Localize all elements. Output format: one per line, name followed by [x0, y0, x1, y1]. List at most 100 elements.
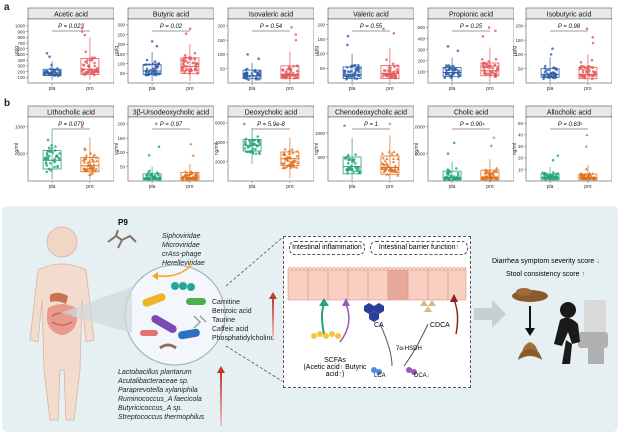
- data-point: [552, 171, 555, 174]
- data-point: [446, 172, 450, 175]
- chart-title: Acetic acid: [54, 12, 88, 19]
- y-tick-label: 40: [518, 133, 524, 138]
- data-point: [156, 65, 160, 68]
- y-tick-label: 50: [320, 66, 326, 71]
- y-tick-label: 1000: [315, 131, 326, 136]
- data-point: [292, 64, 295, 68]
- p-value-label: P = 0.90: [460, 122, 483, 128]
- data-point: [496, 65, 500, 68]
- data-point: [50, 146, 54, 150]
- data-point: [148, 174, 152, 178]
- data-point: [184, 32, 188, 35]
- data-point: [293, 74, 297, 77]
- data-point: [358, 171, 361, 174]
- barrier-up-arrow-icon: ↑: [455, 244, 460, 251]
- data-point: [543, 75, 547, 79]
- plot-frame: [227, 18, 314, 84]
- data-point: [591, 66, 595, 69]
- iqr-box: [380, 155, 400, 175]
- metabolite-name: Phosphatidylcholine: [212, 335, 275, 342]
- data-point: [247, 78, 250, 82]
- data-point: [86, 161, 90, 164]
- data-point: [145, 70, 148, 74]
- data-point: [357, 166, 360, 170]
- data-point: [449, 76, 453, 80]
- data-point: [188, 71, 191, 75]
- data-point: [549, 53, 553, 56]
- y-axis-label: μg/g: [114, 46, 120, 56]
- p-value-label: P = 0.023: [58, 24, 84, 30]
- x-tick-label: pro: [486, 184, 493, 190]
- data-point: [543, 172, 546, 176]
- y-tick-label: 100: [217, 52, 225, 57]
- y-tick-label: 100: [417, 70, 425, 75]
- x-tick-label: pla: [149, 184, 156, 190]
- y-axis-label: ng/ml: [114, 143, 120, 155]
- data-point: [346, 169, 349, 172]
- data-point: [347, 157, 351, 161]
- data-point: [281, 68, 285, 72]
- data-point: [287, 163, 291, 167]
- data-point: [584, 167, 588, 171]
- data-point: [91, 71, 94, 75]
- epithelium-illustration: [287, 266, 467, 375]
- data-point: [543, 64, 547, 68]
- data-point: [80, 124, 84, 128]
- data-point: [192, 61, 196, 65]
- x-tick-label: pla: [547, 184, 554, 190]
- data-point: [48, 55, 51, 59]
- data-point: [446, 45, 450, 48]
- p-value-label: P = 1: [364, 122, 378, 128]
- data-point: [191, 153, 195, 157]
- y-tick-label: 10: [518, 167, 524, 172]
- data-point: [47, 73, 51, 76]
- y-tick-label: 100: [317, 52, 325, 57]
- y-tick-label: 300: [17, 64, 25, 69]
- x-tick-label: pro: [286, 86, 293, 92]
- p9-phage-icon: [107, 229, 137, 249]
- data-point: [487, 26, 491, 29]
- data-point: [58, 73, 61, 76]
- data-point: [283, 156, 287, 160]
- data-point: [246, 145, 250, 149]
- data-point: [157, 62, 161, 66]
- data-point: [295, 75, 299, 78]
- data-point: [291, 71, 295, 75]
- data-point: [384, 74, 388, 77]
- data-point: [458, 73, 461, 77]
- data-point: [550, 71, 554, 75]
- data-point: [484, 169, 488, 173]
- data-point: [46, 70, 50, 74]
- data-point: [588, 74, 591, 78]
- data-point: [449, 174, 453, 178]
- data-point: [382, 72, 385, 76]
- data-point: [450, 73, 454, 77]
- data-point: [481, 61, 485, 65]
- data-point: [87, 173, 92, 176]
- data-point: [153, 176, 156, 180]
- data-point: [347, 162, 350, 165]
- data-point: [258, 70, 262, 73]
- data-point: [591, 41, 595, 45]
- data-point: [590, 58, 594, 62]
- dca-text: DCA: [414, 373, 427, 379]
- data-point: [455, 167, 458, 170]
- data-point: [251, 147, 255, 150]
- x-tick-label: pro: [86, 184, 93, 190]
- data-point: [484, 168, 488, 171]
- data-point: [46, 138, 50, 142]
- data-point: [196, 72, 199, 75]
- data-point: [250, 150, 254, 153]
- y-tick-label: 1000: [15, 24, 26, 29]
- data-point: [189, 176, 194, 180]
- p-value-label: P = 0.98: [558, 24, 581, 30]
- data-point: [481, 65, 485, 68]
- data-point: [157, 145, 161, 149]
- data-point: [354, 166, 358, 170]
- data-point: [480, 58, 484, 61]
- data-point: [395, 152, 399, 156]
- data-point: [195, 61, 198, 65]
- data-point: [444, 72, 448, 76]
- data-point: [384, 162, 388, 165]
